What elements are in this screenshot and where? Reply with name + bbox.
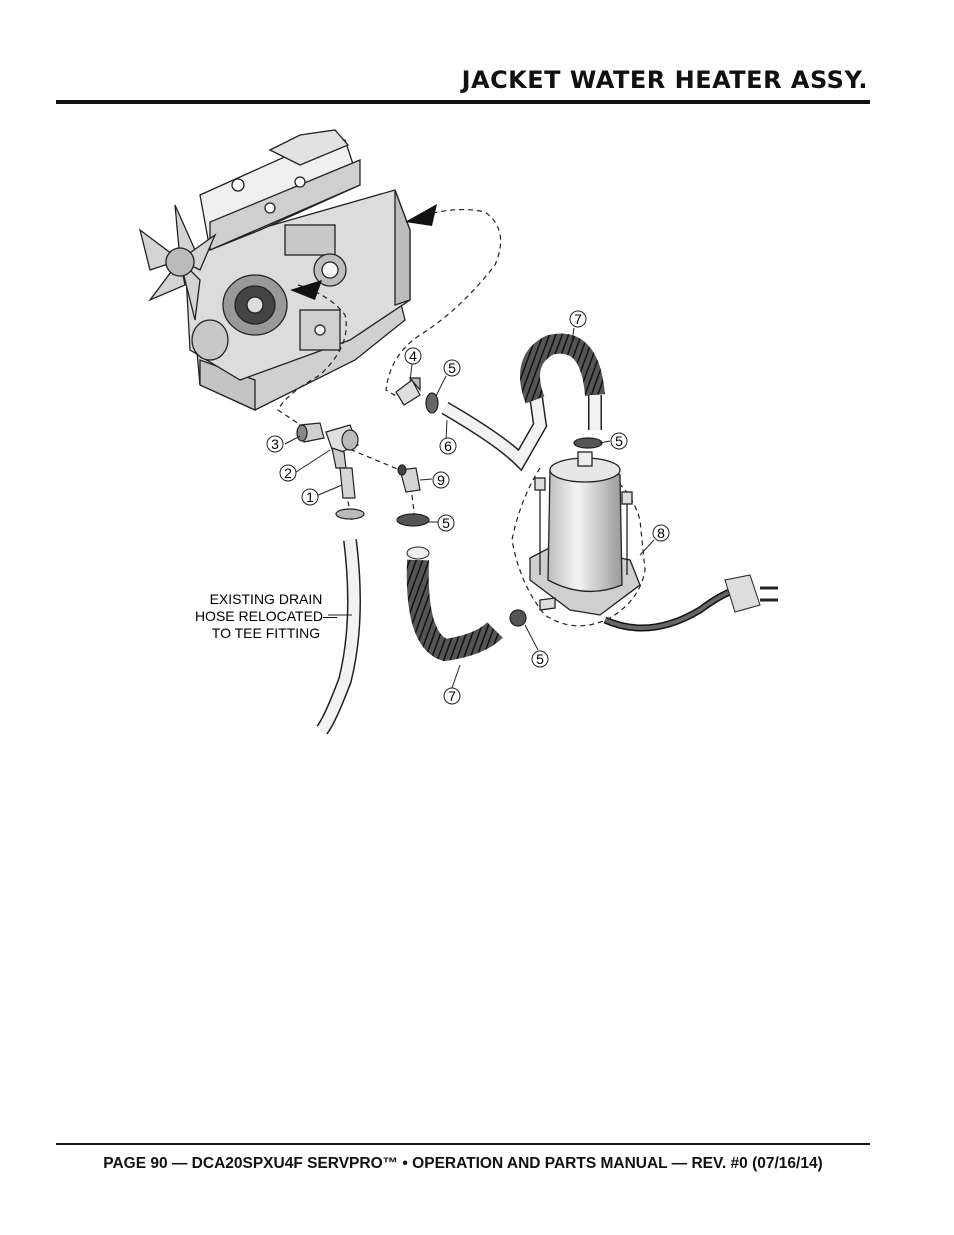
callout-5-c: 5 xyxy=(437,514,455,532)
svg-text:6: 6 xyxy=(444,438,452,454)
alternator xyxy=(222,274,288,336)
header-rule xyxy=(56,100,870,104)
svg-text:5: 5 xyxy=(448,360,456,376)
callout-3: 3 xyxy=(266,435,284,453)
callout-7-top: 7 xyxy=(569,310,587,328)
leader-lines xyxy=(284,327,655,689)
note-line-1: EXISTING DRAIN xyxy=(210,591,323,607)
footer-rule xyxy=(56,1143,870,1145)
page-title: JACKET WATER HEATER ASSY. xyxy=(461,66,868,94)
fittings xyxy=(296,377,603,627)
callouts: 7 4 5 6 5 3 2 9 1 5 8 5 7 xyxy=(266,310,670,705)
svg-text:5: 5 xyxy=(536,651,544,667)
svg-text:7: 7 xyxy=(574,311,582,327)
note-line-2: HOSE RELOCATED— xyxy=(195,608,337,624)
callout-7-bottom: 7 xyxy=(443,687,461,705)
engine-illustration xyxy=(138,129,411,412)
svg-text:5: 5 xyxy=(615,433,623,449)
callout-5-d: 5 xyxy=(531,650,549,668)
note-line-3: TO TEE FITTING xyxy=(212,625,320,641)
svg-text:8: 8 xyxy=(657,525,665,541)
page-footer: PAGE 90 — DCA20SPXU4F SERVPRO™ • OPERATI… xyxy=(103,1155,823,1172)
flow-arrow-icon xyxy=(290,204,437,300)
svg-text:4: 4 xyxy=(409,348,417,364)
callout-2: 2 xyxy=(279,464,297,482)
svg-text:2: 2 xyxy=(284,465,292,481)
callout-4: 4 xyxy=(404,347,422,365)
callout-6: 6 xyxy=(439,437,457,455)
callout-5-b: 5 xyxy=(610,432,628,450)
svg-text:9: 9 xyxy=(437,472,445,488)
fan-icon xyxy=(138,204,217,321)
power-cord xyxy=(603,574,778,632)
heater-unit xyxy=(529,451,641,616)
drain-hose-note: EXISTING DRAIN HOSE RELOCATED— TO TEE FI… xyxy=(195,591,337,641)
hoses xyxy=(316,333,605,735)
svg-text:7: 7 xyxy=(448,688,456,704)
callout-5-a: 5 xyxy=(443,359,461,377)
svg-text:3: 3 xyxy=(271,436,279,452)
svg-text:5: 5 xyxy=(442,515,450,531)
callout-9: 9 xyxy=(432,471,450,489)
svg-text:1: 1 xyxy=(306,489,314,505)
callout-1: 1 xyxy=(301,488,319,506)
callout-8: 8 xyxy=(652,524,670,542)
